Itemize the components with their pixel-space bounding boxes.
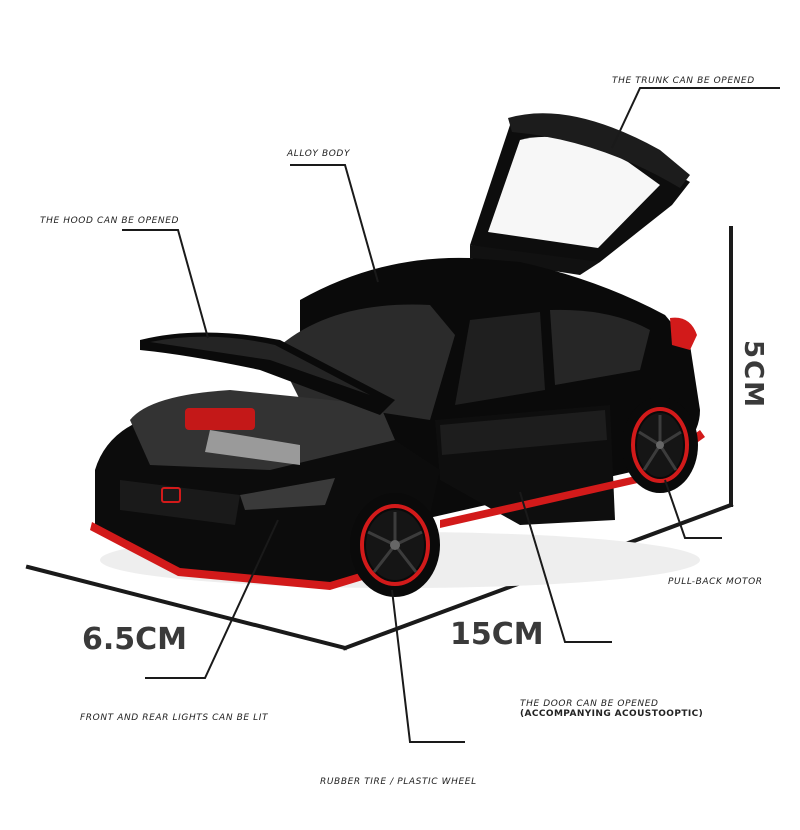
lights-callout: FRONT AND REAR LIGHTS CAN BE LIT <box>80 713 269 723</box>
wheels <box>350 397 698 597</box>
door-callout: THE DOOR CAN BE OPENED (ACCOMPANYING ACO… <box>520 699 703 719</box>
width-line <box>25 564 348 651</box>
front-wheel <box>350 493 440 597</box>
trunk-callout: THE TRUNK CAN BE OPENED <box>612 76 755 86</box>
tire-callout: RUBBER TIRE / PLASTIC WHEEL <box>320 777 477 787</box>
lights-leader <box>145 519 279 679</box>
callout-lines <box>122 87 780 743</box>
tire-leader <box>391 589 465 743</box>
width-dimension: 6.5CM <box>82 622 188 657</box>
height-dimension: 5CM <box>738 340 768 410</box>
alloy-body-callout: ALLOY BODY <box>287 149 351 159</box>
alloy-body-leader <box>290 164 379 283</box>
door-callout-title: THE DOOR CAN BE OPENED <box>520 699 659 709</box>
car-body <box>90 257 705 590</box>
door-leader <box>519 491 612 643</box>
pull-back-callout: PULL-BACK MOTOR <box>668 577 763 587</box>
rear-wheel <box>622 397 698 493</box>
trunk-leader <box>611 87 780 149</box>
open-trunk <box>470 113 690 275</box>
length-dimension: 15CM <box>450 617 544 652</box>
hood-leader <box>122 229 209 339</box>
pull-back-leader <box>664 479 722 539</box>
door-callout-subtitle: (ACCOMPANYING ACOUSTOOPTIC) <box>520 709 704 719</box>
hood-callout: THE HOOD CAN BE OPENED <box>40 216 180 226</box>
